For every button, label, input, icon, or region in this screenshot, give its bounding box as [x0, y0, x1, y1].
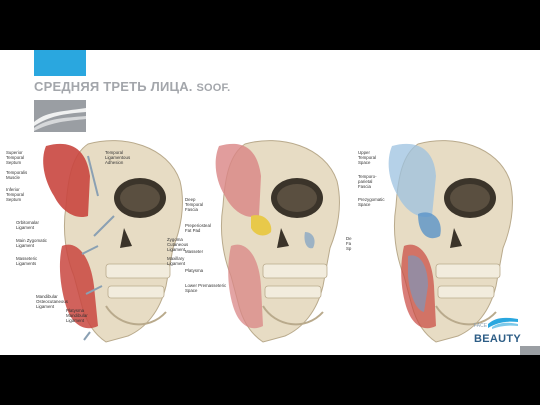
- label-temporal-ligamentous-adhesion: Temporal Ligamentous Adhesion: [105, 150, 131, 165]
- title-main: СРЕДНЯЯ ТРЕТЬ ЛИЦА.: [34, 79, 193, 94]
- label-platysma-mandibular-ligament: Platysma Mandibular Ligament: [66, 308, 88, 323]
- label-zygoma-cutaneous-ligament: Zygoma Cutaneous Ligament: [167, 237, 189, 252]
- label-deep-temporal-fascia: Deep Temporal Fascia: [185, 197, 204, 212]
- label-main-zygomatic-ligament: Main Zygomatic Ligament: [16, 238, 47, 248]
- skull-illustration-ligaments: [43, 140, 183, 343]
- label-lower-premasseteric-space: Lower Premasseteric Space: [185, 283, 227, 293]
- skull-illustration-spaces: [388, 140, 513, 343]
- label-inferior-temporal-septum: Inferior Temporal Septum: [6, 187, 25, 202]
- label-prezygomatic-space: Prezygomatic Space: [358, 197, 385, 207]
- corner-bar: [520, 346, 540, 355]
- label-masseter: Masseter: [185, 249, 204, 254]
- label-preperiosteal-fat-pad: Preperiosteal Fat Pad: [185, 223, 211, 233]
- label-maxillary-ligament: Maxillary Ligament: [167, 256, 186, 266]
- anatomy-panel-spaces: Upper Temporal Space Temporo- parietal F…: [358, 136, 538, 354]
- anatomy-panel-fat-pads: Deep Temporal Fascia Preperiosteal Fat P…: [185, 136, 365, 354]
- face-beauty-logo: FACE BEAUTY: [470, 315, 528, 350]
- label-temporo-parietal-fascia: Temporo- parietal Fascia: [358, 174, 377, 189]
- label-superior-temporal-septum: Superior Temporal Septum: [6, 150, 25, 165]
- title-suffix: SOOF.: [196, 82, 231, 94]
- anatomy-panel-ligaments: Superior Temporal Septum Temporalis Musc…: [6, 136, 189, 354]
- slide: СРЕДНЯЯ ТРЕТЬ ЛИЦА. SOOF. Superior Tempo…: [0, 50, 540, 355]
- label-upper-temporal-space: Upper Temporal Space: [358, 150, 377, 165]
- label-temporalis-muscle: Temporalis Muscle: [6, 170, 28, 180]
- label-orbitomalar-ligament: Orbitomalar Ligament: [16, 220, 39, 230]
- label-truncated: De Fa Sp: [346, 236, 352, 251]
- logo-brand-text: BEAUTY: [474, 333, 522, 345]
- wave-logo-icon: [488, 317, 518, 329]
- wave-decoration: [34, 100, 86, 132]
- label-mandibular-osteocutaneous-ligament: Mandibular Osteocutaneous Ligament: [36, 294, 68, 309]
- label-platysma: Platysma: [185, 268, 204, 273]
- label-masseteric-ligaments: Masseteric Ligaments: [16, 256, 38, 266]
- skull-illustration-fat-pads: [215, 140, 340, 343]
- slide-title: СРЕДНЯЯ ТРЕТЬ ЛИЦА. SOOF.: [34, 79, 230, 94]
- accent-block: [34, 50, 86, 76]
- logo-small-text: FACE: [474, 323, 488, 329]
